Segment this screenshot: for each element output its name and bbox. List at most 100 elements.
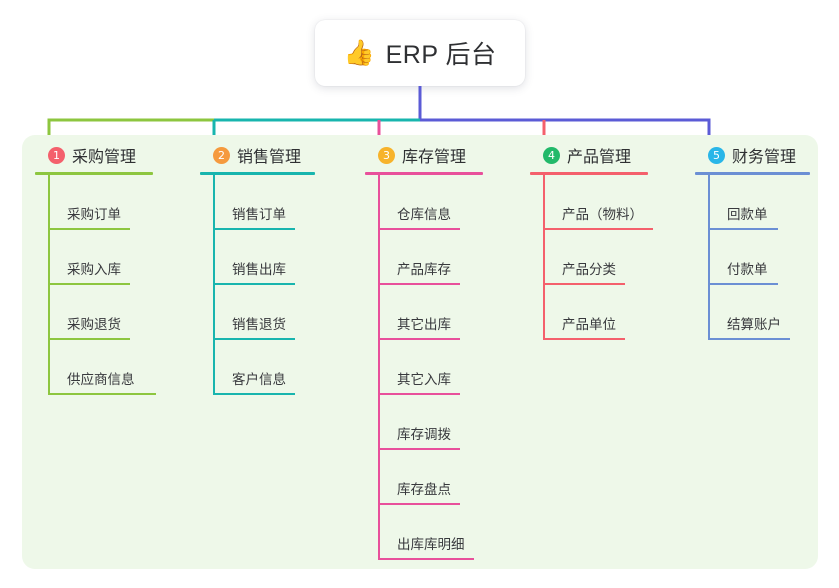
branch-item[interactable]: 库存盘点 bbox=[365, 450, 483, 505]
branch-column-4: 4 产品管理产品（物料） 产品分类产品单位 bbox=[530, 143, 653, 340]
branch-spine bbox=[378, 175, 380, 560]
root-node[interactable]: 👍 ERP 后台 bbox=[315, 20, 525, 86]
branch-item[interactable]: 采购订单 bbox=[35, 175, 153, 230]
branch-column-3: 3 库存管理仓库信息产品库存其它出库其它入库库存调拨库存盘点出库库明细 bbox=[365, 143, 483, 560]
branch-item-label: 回款单 bbox=[727, 207, 768, 222]
branch-item-label: 客户信息 bbox=[232, 372, 286, 387]
branch-column-1: 1 采购管理采购订单采购入库采购退货供应商信息 bbox=[35, 143, 156, 395]
branch-number-badge: 2 bbox=[213, 146, 230, 164]
branch-item-label: 出库库明细 bbox=[397, 537, 465, 552]
branch-item[interactable]: 仓库信息 bbox=[365, 175, 483, 230]
branch-item-underline bbox=[48, 338, 130, 340]
branch-item-list: 销售订单销售出库销售退货客户信息 bbox=[200, 175, 315, 395]
branch-underline bbox=[35, 172, 153, 175]
branch-number-badge: 5 bbox=[708, 146, 725, 164]
branch-item[interactable]: 销售退货 bbox=[200, 285, 315, 340]
branch-item[interactable]: 销售订单 bbox=[200, 175, 315, 230]
branch-number-badge: 1 bbox=[48, 146, 65, 164]
branch-title: 采购管理 bbox=[72, 149, 137, 166]
branch-item[interactable]: 销售出库 bbox=[200, 230, 315, 285]
branch-item-underline bbox=[213, 393, 295, 395]
branch-item[interactable]: 出库库明细 bbox=[365, 505, 483, 560]
branch-header-5[interactable]: 5 财务管理 bbox=[695, 143, 810, 167]
branch-item[interactable]: 回款单 bbox=[695, 175, 810, 230]
branch-item-underline bbox=[378, 393, 460, 395]
root-title: ERP 后台 bbox=[385, 41, 497, 69]
branch-underline bbox=[200, 172, 315, 175]
branch-item[interactable]: 付款单 bbox=[695, 230, 810, 285]
branch-item-list: 产品（物料） 产品分类产品单位 bbox=[530, 175, 653, 340]
branch-item[interactable]: 产品分类 bbox=[530, 230, 648, 285]
branch-item-label: 付款单 bbox=[727, 262, 768, 277]
branch-underline bbox=[365, 172, 483, 175]
branch-item[interactable]: 产品（物料） bbox=[530, 175, 653, 230]
branch-item[interactable]: 供应商信息 bbox=[35, 340, 156, 395]
branch-underline bbox=[530, 172, 648, 175]
branch-number-badge: 3 bbox=[378, 146, 395, 164]
branch-header-4[interactable]: 4 产品管理 bbox=[530, 143, 648, 167]
branch-title: 库存管理 bbox=[402, 149, 467, 166]
branch-header-2[interactable]: 2 销售管理 bbox=[200, 143, 315, 167]
branch-item-label: 产品分类 bbox=[562, 262, 616, 277]
branch-item-label: 供应商信息 bbox=[67, 372, 135, 387]
branch-item-underline bbox=[378, 338, 460, 340]
branch-item-label: 采购订单 bbox=[67, 207, 121, 222]
branch-item-underline bbox=[378, 558, 474, 560]
branch-item-underline bbox=[543, 283, 625, 285]
branch-header-3[interactable]: 3 库存管理 bbox=[365, 143, 483, 167]
branch-header-1[interactable]: 1 采购管理 bbox=[35, 143, 153, 167]
thumbs-up-icon: 👍 bbox=[343, 38, 375, 67]
branch-item[interactable]: 产品库存 bbox=[365, 230, 483, 285]
branch-column-5: 5 财务管理回款单付款单结算账户 bbox=[695, 143, 810, 340]
branch-item[interactable]: 其它出库 bbox=[365, 285, 483, 340]
branch-item-label: 产品（物料） bbox=[562, 207, 643, 222]
branch-item-underline bbox=[213, 283, 295, 285]
branch-item[interactable]: 库存调拨 bbox=[365, 395, 483, 450]
branch-item-underline bbox=[378, 503, 460, 505]
branch-item-label: 仓库信息 bbox=[397, 207, 451, 222]
branch-item-label: 产品库存 bbox=[397, 262, 451, 277]
branch-item[interactable]: 客户信息 bbox=[200, 340, 315, 395]
branch-item-underline bbox=[378, 448, 460, 450]
branch-item-underline bbox=[378, 228, 460, 230]
branch-item-label: 销售退货 bbox=[232, 317, 286, 332]
branch-item[interactable]: 其它入库 bbox=[365, 340, 483, 395]
branch-item-list: 仓库信息产品库存其它出库其它入库库存调拨库存盘点出库库明细 bbox=[365, 175, 483, 560]
branches-panel bbox=[22, 135, 818, 569]
branch-item[interactable]: 产品单位 bbox=[530, 285, 648, 340]
branch-item-underline bbox=[378, 283, 460, 285]
branch-column-2: 2 销售管理销售订单销售出库销售退货客户信息 bbox=[200, 143, 315, 395]
branch-title: 销售管理 bbox=[237, 149, 302, 166]
branch-title: 产品管理 bbox=[567, 149, 632, 166]
branch-spine bbox=[543, 175, 545, 340]
branch-item-underline bbox=[48, 228, 130, 230]
branch-item-label: 库存调拨 bbox=[397, 427, 451, 442]
branch-item-list: 回款单付款单结算账户 bbox=[695, 175, 810, 340]
branch-item-label: 库存盘点 bbox=[397, 482, 451, 497]
branch-item-underline bbox=[708, 338, 790, 340]
branch-item-label: 销售出库 bbox=[232, 262, 286, 277]
branch-item-label: 其它入库 bbox=[397, 372, 451, 387]
branch-item[interactable]: 结算账户 bbox=[695, 285, 810, 340]
branch-spine bbox=[213, 175, 215, 395]
branch-item[interactable]: 采购退货 bbox=[35, 285, 153, 340]
branch-item-label: 其它出库 bbox=[397, 317, 451, 332]
branch-number-badge: 4 bbox=[543, 146, 560, 164]
branch-item[interactable]: 采购入库 bbox=[35, 230, 153, 285]
branch-item-underline bbox=[708, 228, 778, 230]
branch-spine bbox=[708, 175, 710, 340]
branch-underline bbox=[695, 172, 810, 175]
branch-item-underline bbox=[543, 228, 653, 230]
branch-item-underline bbox=[213, 228, 295, 230]
branch-item-label: 销售订单 bbox=[232, 207, 286, 222]
branch-item-underline bbox=[48, 393, 156, 395]
branch-item-underline bbox=[708, 283, 778, 285]
branch-item-underline bbox=[213, 338, 295, 340]
branch-spine bbox=[48, 175, 50, 395]
branch-item-underline bbox=[48, 283, 130, 285]
branch-item-label: 产品单位 bbox=[562, 317, 616, 332]
branch-item-label: 采购退货 bbox=[67, 317, 121, 332]
branch-item-label: 采购入库 bbox=[67, 262, 121, 277]
branch-title: 财务管理 bbox=[732, 149, 797, 166]
